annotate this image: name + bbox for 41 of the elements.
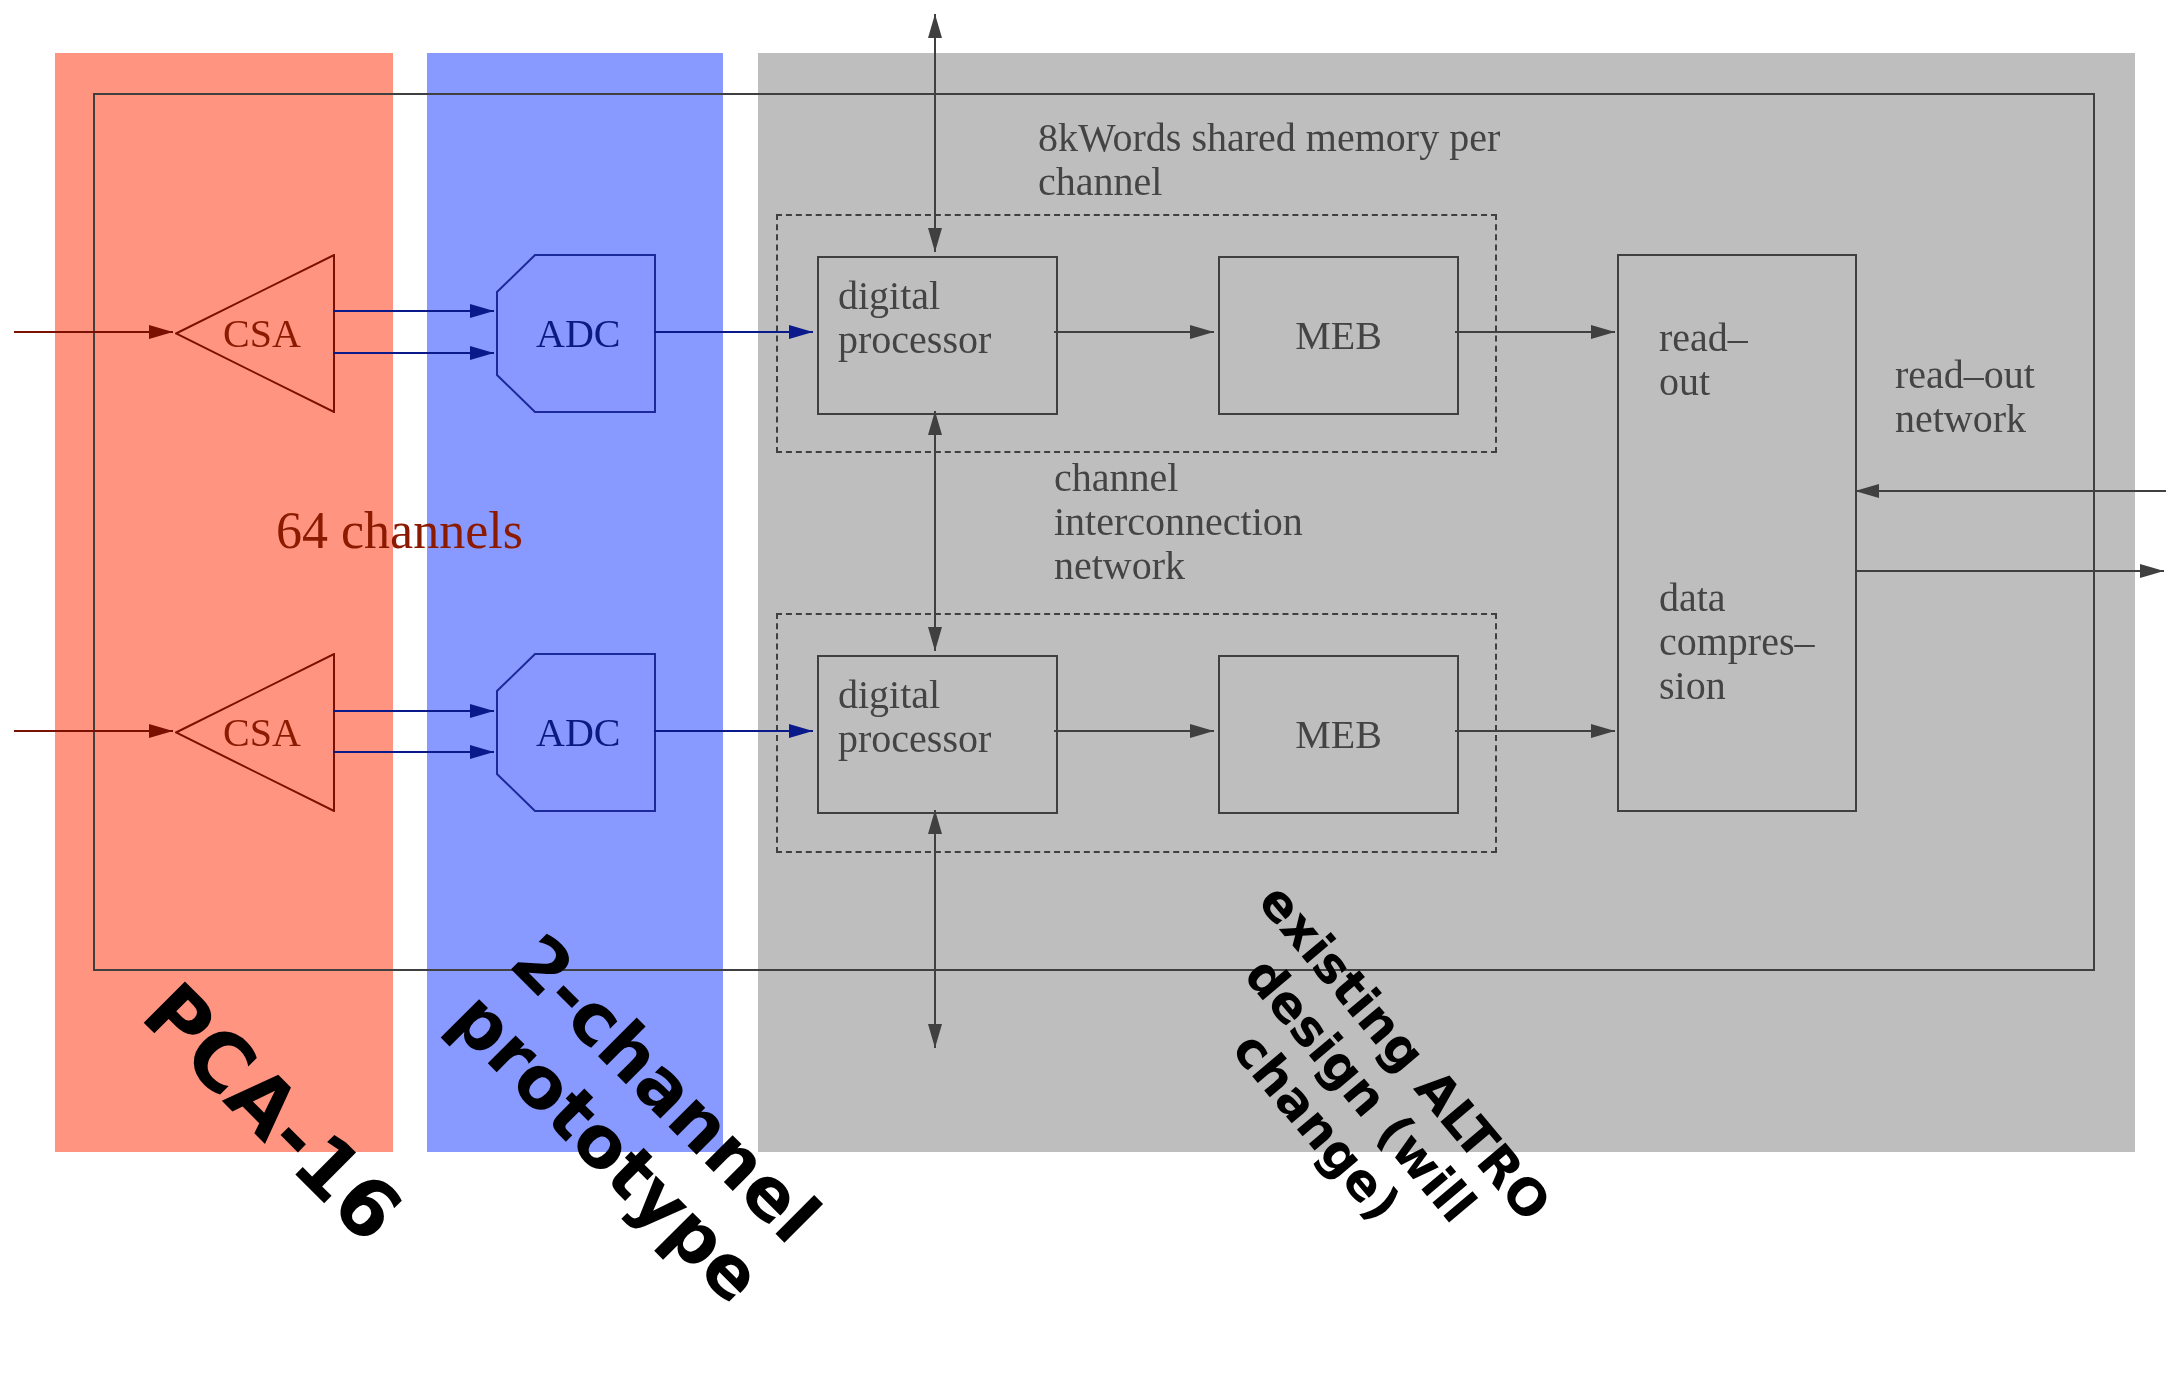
edge-label: channel interconnection network — [1054, 456, 1304, 588]
arrow — [13, 724, 174, 738]
box-label: CSA — [223, 710, 301, 755]
chamfered-box — [496, 653, 656, 812]
box-label: MEB — [1295, 712, 1382, 757]
arrow — [1053, 325, 1215, 339]
arrow — [332, 704, 495, 718]
chamfered-box — [496, 254, 656, 413]
note-label: read–out network — [1895, 353, 2036, 441]
box-label: digital processor — [838, 673, 993, 761]
process-box — [1218, 256, 1459, 415]
box-label: CSA — [223, 311, 301, 356]
arrow — [928, 13, 942, 253]
channel-count-label: 64 channels — [276, 502, 523, 560]
arrow — [332, 745, 495, 759]
box-label: data compres– sion — [1659, 576, 1816, 708]
arrow — [928, 410, 942, 652]
box-label: read– out — [1659, 316, 1749, 404]
process-box — [1617, 254, 1857, 812]
arrow — [332, 346, 495, 360]
arrow — [1454, 724, 1616, 738]
process-box — [817, 256, 1058, 415]
dashed-box — [776, 613, 1497, 853]
box-label: digital processor — [838, 274, 993, 362]
arrow — [653, 724, 814, 738]
amplifier-triangle — [175, 254, 335, 413]
arrow — [332, 304, 495, 318]
arrow — [653, 325, 814, 339]
arrow — [928, 809, 942, 1049]
arrow — [13, 325, 174, 339]
arrow — [1454, 325, 1616, 339]
amplifier-triangle — [175, 653, 335, 812]
arrow — [1053, 724, 1215, 738]
box-label: MEB — [1295, 313, 1382, 358]
box-label: ADC — [536, 311, 621, 356]
heading: 8kWords shared memory per channel — [1038, 116, 1502, 204]
process-box — [1218, 655, 1459, 814]
process-box — [817, 655, 1058, 814]
box-label: ADC — [536, 710, 621, 755]
arrow — [1854, 564, 2165, 578]
arrow — [1854, 484, 2167, 498]
